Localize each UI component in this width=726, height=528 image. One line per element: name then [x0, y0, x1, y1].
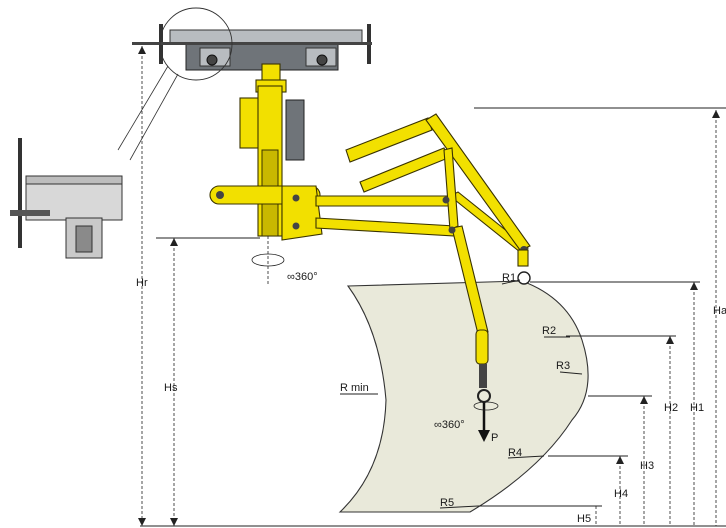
- r1-label: R1: [502, 272, 516, 284]
- hr-label: Hr: [136, 277, 148, 289]
- arm-links: [315, 113, 531, 335]
- rail-detail-inset: [10, 138, 123, 259]
- load-label: P: [491, 432, 498, 444]
- reach-envelope: [338, 280, 589, 513]
- ha-label: Ha: [713, 305, 726, 317]
- pivot-housing: [281, 185, 323, 241]
- r5-label: R5: [440, 497, 454, 509]
- r3-label: R3: [556, 360, 570, 372]
- rmin-label: R min: [340, 382, 369, 394]
- rotation-label-hook: ∞360°: [434, 419, 465, 431]
- h3-label: H3: [640, 460, 654, 472]
- r2-label: R2: [542, 325, 556, 337]
- h2-label: H2: [664, 402, 678, 414]
- ceiling-beam: [132, 24, 372, 71]
- detail-callout: [117, 7, 233, 161]
- rotation-label-column: ∞360°: [287, 271, 318, 283]
- r4-label: R4: [508, 447, 522, 459]
- dimension-lines: [138, 46, 726, 527]
- hook-assembly: [473, 329, 499, 442]
- h4-label: H4: [614, 488, 628, 500]
- h5-label: H5: [577, 513, 591, 525]
- h1-label: H1: [690, 402, 704, 414]
- r1-node: [517, 249, 531, 285]
- hs-label: Hs: [164, 382, 178, 394]
